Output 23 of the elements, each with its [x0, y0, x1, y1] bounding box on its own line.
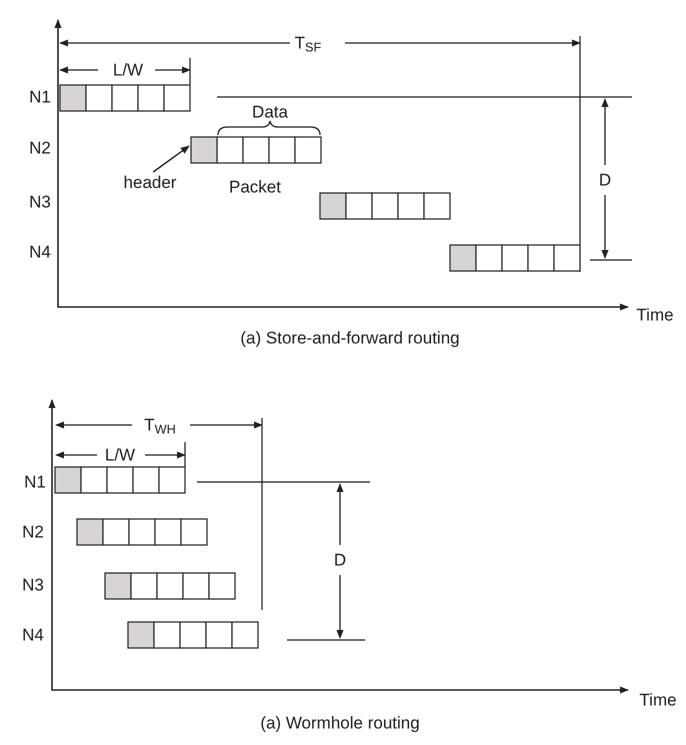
- row-label: N3: [22, 576, 44, 594]
- row-label: N1: [24, 474, 46, 490]
- figure-caption: (a) Wormhole routing: [260, 714, 420, 732]
- brace-label: Data: [252, 104, 288, 120]
- dimension-label: T$_{SF}$: [294, 34, 322, 52]
- dimension-label: L/W: [104, 446, 136, 464]
- figure-caption: (a) Store-and-forward routing: [240, 330, 460, 346]
- row-label: N3: [29, 194, 51, 210]
- row-label: N4: [22, 626, 44, 644]
- row-label: N1: [29, 88, 51, 106]
- axis-label: Time: [639, 692, 677, 708]
- dimension-label: D: [334, 552, 346, 568]
- dimension-label: L/W: [112, 62, 144, 78]
- header-label: header: [124, 172, 176, 194]
- header-cell: [190, 136, 218, 164]
- leader-arrow: [152, 146, 190, 173]
- packet-label: Packet: [229, 178, 281, 196]
- axis-label: Time: [636, 306, 674, 324]
- row-label: N2: [22, 524, 44, 540]
- dimension-label: D: [598, 172, 612, 188]
- dimension-label: T$_{WH}$: [144, 416, 176, 434]
- row-label: N2: [29, 140, 51, 156]
- row-label: N4: [29, 244, 51, 260]
